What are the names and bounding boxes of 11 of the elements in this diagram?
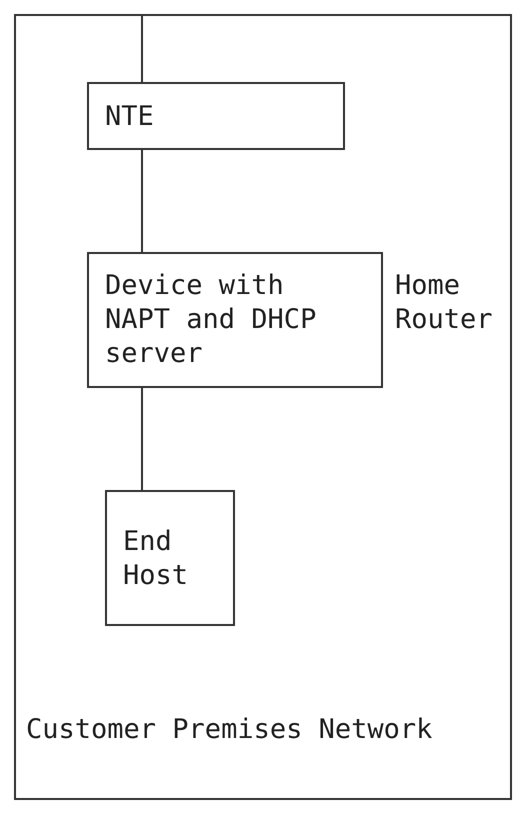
device-box <box>87 82 345 150</box>
connector-line <box>141 388 143 490</box>
device-label: End Host <box>123 525 190 593</box>
role-label: Home Router <box>395 269 494 337</box>
connector-line <box>141 150 143 252</box>
connector-line <box>141 14 143 82</box>
device-label: NTE <box>105 100 155 134</box>
network-label: Customer Premises Network <box>26 713 434 747</box>
network-boundary <box>14 14 512 800</box>
device-box <box>105 490 235 626</box>
device-label: Device with NAPT and DHCP server <box>105 269 318 371</box>
